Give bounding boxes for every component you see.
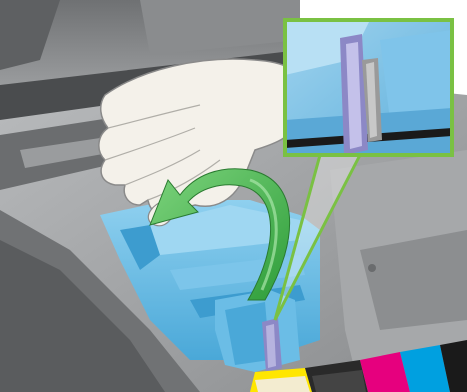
magnified-latch-callout-icon (285, 20, 452, 155)
